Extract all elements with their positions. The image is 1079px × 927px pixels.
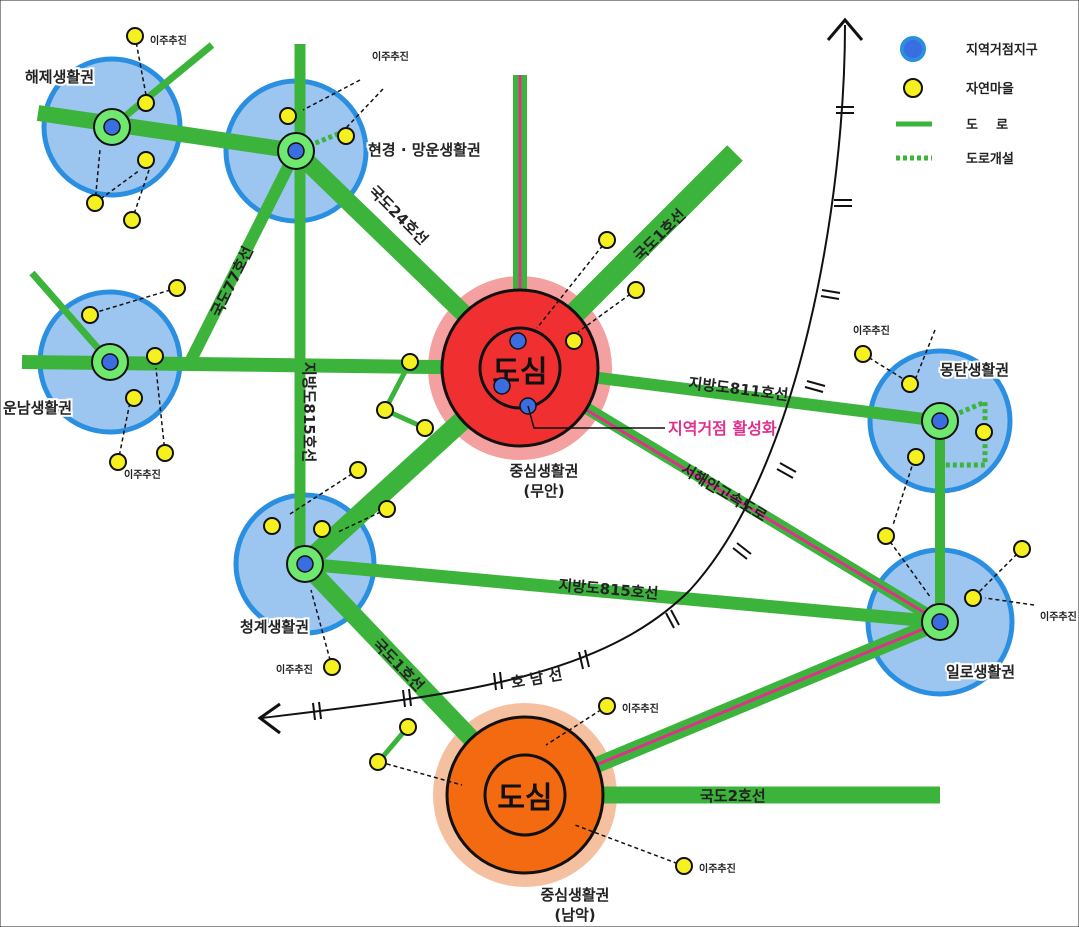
hubs [91, 108, 959, 641]
village-circle [399, 718, 417, 736]
relocation-label: 이주추진 [150, 34, 187, 47]
village-circle [907, 448, 925, 466]
relocation-label: 이주추진 [1040, 610, 1077, 623]
village-circle [313, 520, 331, 538]
village-circle [598, 231, 616, 249]
railway-arrow-north [826, 17, 864, 41]
village-circle [901, 375, 919, 393]
hub-illo [921, 603, 959, 641]
relocation-labels: 이주추진 이주추진 이주추진 이주추진 이주추진 이주추진 이주추진 이주추진 [124, 34, 1077, 875]
hub-unnam [91, 343, 129, 381]
village-circle [156, 444, 174, 462]
namak-center: 도심 [445, 715, 605, 875]
railway-ticks [312, 106, 854, 721]
village-circle [123, 211, 141, 229]
relocation-label: 이주추진 [124, 468, 161, 481]
road-haeje-hyeon [36, 105, 298, 159]
village-circle [675, 857, 693, 875]
label-haeje: 해제생활권 [25, 68, 94, 86]
hub-muan-dots [493, 332, 537, 415]
label-mongtan: 몽탄생활권 [940, 361, 1009, 379]
relocation-label: 이주추진 [372, 50, 409, 63]
village-circle [877, 527, 895, 545]
village-circle [86, 194, 104, 212]
village-circle [349, 461, 367, 479]
village-circle [401, 353, 419, 371]
legend-road-label: 도 로 [966, 118, 1008, 133]
village-circle [323, 658, 341, 676]
pink-namak-illo [559, 620, 941, 782]
village-circle [565, 332, 583, 350]
relocation-label: 이주추진 [853, 324, 890, 337]
railway [257, 17, 864, 735]
village-circle [627, 281, 645, 299]
hub-hyeongyeong [277, 132, 315, 170]
namak-center-label: 도심 [497, 781, 552, 816]
relocation-label: 이주추진 [622, 702, 659, 715]
label-hyeongyeong: 현경 · 망운생활권 [368, 141, 481, 159]
village-circle [137, 151, 155, 169]
label-central-namak-2: (남악) [554, 906, 595, 924]
hub-haeje [93, 108, 131, 146]
village-circle [126, 27, 144, 45]
village-circle [146, 347, 164, 365]
pink-lines [518, 75, 941, 782]
village-circle [1013, 540, 1031, 558]
railway-line [261, 24, 846, 719]
road-national77 [184, 148, 302, 365]
label-cheonggye: 청계생활권 [240, 618, 309, 636]
village-circle [81, 306, 99, 324]
label-central-namak-1: 중심생활권 [540, 886, 609, 904]
activation-callout-line [527, 405, 665, 429]
legend-hub-icon [900, 36, 926, 62]
village-circle [378, 500, 396, 518]
village-circle [279, 107, 297, 125]
village-circle [964, 589, 982, 607]
label-local815-vertical: 지방도815호선 [300, 362, 318, 462]
label-central-muan-1: 중심생활권 [509, 462, 578, 480]
label-central-muan-2: (무안) [523, 482, 564, 500]
village-circle [975, 423, 993, 441]
village-circle [168, 279, 186, 297]
hub-mongtan [921, 402, 959, 440]
label-unnam: 운남생활권 [3, 399, 72, 417]
activation-label: 지역거점 활성화 [668, 419, 777, 438]
relocation-label: 이주추진 [699, 862, 736, 875]
road-haeje-ne [109, 42, 215, 130]
village-circle [416, 419, 434, 437]
label-national2: 국도2호선 [700, 787, 766, 805]
hub-cheonggye [286, 545, 324, 583]
road-unnam-nw [29, 270, 113, 365]
railway-arrow-west [257, 702, 281, 735]
village-circle [369, 753, 387, 771]
label-illo: 일로생활권 [946, 663, 1015, 681]
villages [81, 27, 1031, 875]
village-circle [598, 697, 616, 715]
road-local815-horizontal [304, 557, 941, 629]
pink-expressway [544, 383, 941, 624]
legend-hub-label: 지역거점지구 [966, 42, 1038, 58]
relocation-label: 이주추진 [276, 663, 313, 676]
legend: 지역거점지구 자연마을 도 로 도로개설 [896, 36, 1038, 167]
legend-village-label: 자연마을 [966, 81, 1014, 97]
area-labels: 해제생활권 현경 · 망운생활권 운남생활권 몽탄생활권 청계생활권 일로생활권… [1, 66, 1017, 924]
village-circle [109, 453, 127, 471]
village-circle [137, 94, 155, 112]
village-circle [337, 127, 355, 145]
legend-new-road-label: 도로개설 [966, 152, 1014, 167]
road-village-branch [382, 360, 413, 412]
legend-village-icon [903, 78, 923, 98]
village-circle [376, 401, 394, 419]
village-circle [854, 345, 872, 363]
muan-center: 도심 [440, 288, 600, 448]
village-circle [125, 389, 143, 407]
village-circle [263, 517, 281, 535]
